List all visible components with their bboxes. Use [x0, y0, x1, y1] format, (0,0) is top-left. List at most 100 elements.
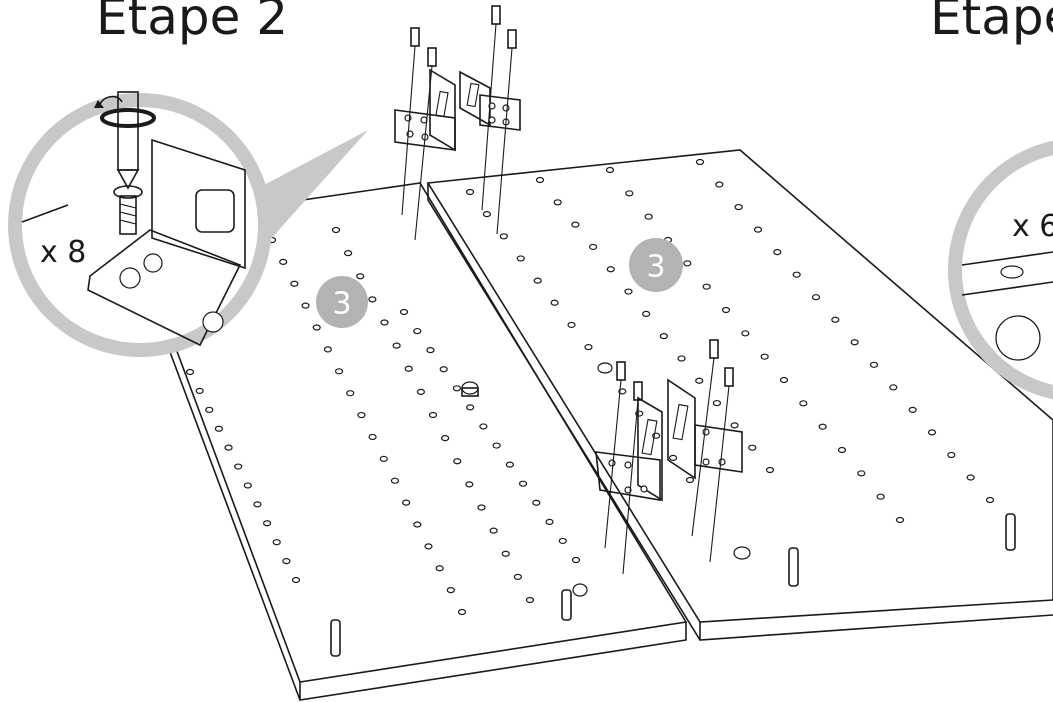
panel-number-badge: 3 — [629, 238, 683, 292]
dowel-icon — [788, 547, 799, 587]
drill-hole — [779, 376, 789, 384]
drill-hole — [331, 226, 341, 234]
right-detail-callout: x 6 — [948, 140, 1053, 400]
drill-hole — [399, 308, 409, 316]
drill-hole — [501, 550, 510, 557]
screw-icon — [691, 339, 719, 537]
screw-icon — [113, 185, 143, 235]
drill-hole — [588, 243, 598, 251]
cam-lock-icon — [597, 362, 613, 374]
drill-hole — [605, 166, 615, 174]
drill-hole — [624, 288, 633, 295]
drill-hole — [642, 310, 651, 317]
drill-hole — [715, 181, 724, 188]
drill-hole — [392, 342, 401, 349]
drill-hole — [895, 516, 905, 524]
screw-quantity-label: x 8 — [40, 235, 86, 270]
drill-hole — [760, 353, 769, 360]
drill-hole — [799, 400, 808, 407]
drill-hole — [695, 158, 705, 166]
rotation-arrow-icon — [94, 95, 123, 108]
drill-hole — [426, 347, 435, 354]
drill-hole — [185, 368, 195, 376]
drill-hole — [668, 454, 678, 461]
drill-hole — [312, 324, 321, 331]
drill-hole — [818, 423, 827, 430]
drill-hole — [677, 355, 686, 362]
drill-hole — [966, 474, 975, 481]
drill-hole — [857, 470, 866, 477]
drill-hole — [428, 411, 438, 419]
drill-hole — [453, 458, 462, 465]
screw-icon — [414, 47, 437, 241]
drill-hole — [518, 480, 528, 487]
drill-hole — [413, 327, 422, 335]
drill-hole — [404, 365, 413, 372]
drill-hole — [532, 499, 541, 506]
screw-icon — [401, 27, 420, 216]
cam-lock-icon — [572, 583, 588, 597]
panel-number-badge: 3 — [316, 276, 368, 328]
cam-lock-icon — [461, 381, 479, 397]
drill-hole — [765, 466, 775, 474]
drill-hole — [505, 461, 514, 468]
drill-hole — [869, 361, 879, 368]
drill-hole — [243, 482, 252, 489]
dowel-icon — [1005, 513, 1016, 551]
drill-hole — [482, 211, 492, 218]
drill-hole — [525, 596, 535, 604]
drill-hole — [567, 321, 576, 329]
drill-hole — [908, 406, 917, 413]
drill-hole — [380, 319, 389, 326]
drill-hole — [571, 221, 580, 228]
drill-hole — [465, 188, 475, 196]
drill-hole — [831, 316, 840, 323]
drill-hole — [545, 518, 554, 525]
screw-icon — [622, 381, 643, 575]
drill-hole — [741, 330, 750, 337]
drill-hole — [402, 499, 411, 506]
drill-hole — [889, 384, 898, 391]
drill-hole — [424, 543, 433, 550]
drill-hole — [356, 273, 365, 280]
drill-hole — [282, 557, 291, 565]
left-panel — [128, 182, 688, 701]
step-3-title: Étape — [930, 0, 1053, 46]
drill-hole — [479, 423, 488, 430]
left-detail-callout: x 8 — [8, 91, 368, 357]
drill-hole — [290, 280, 299, 287]
drill-hole — [513, 573, 522, 580]
drill-hole — [553, 199, 562, 206]
drill-hole — [346, 390, 355, 397]
drill-hole — [301, 302, 310, 309]
drill-hole — [535, 176, 545, 184]
angle-bracket-icon — [595, 396, 663, 502]
drill-hole — [558, 537, 567, 545]
drill-hole — [466, 404, 475, 411]
drill-hole — [465, 481, 474, 488]
dowel-icon — [561, 589, 572, 621]
drill-hole — [477, 504, 486, 511]
screwdriver-icon — [100, 91, 156, 190]
drill-hole — [695, 377, 704, 384]
drill-hole — [279, 258, 288, 265]
drill-hole — [224, 444, 233, 451]
drill-hole — [571, 556, 581, 564]
drill-hole — [452, 385, 462, 392]
drill-hole — [533, 277, 542, 284]
drill-hole — [253, 501, 262, 508]
drill-hole — [606, 266, 615, 273]
step-2-title: Étape 2 — [96, 0, 289, 46]
screw-icon — [496, 29, 517, 235]
panel-number-badge-label: 3 — [646, 250, 665, 285]
drill-hole — [379, 455, 388, 462]
drill-hole — [748, 444, 757, 451]
drill-hole — [489, 527, 498, 534]
drill-hole — [876, 493, 885, 500]
drill-hole — [644, 213, 653, 220]
drill-hole — [792, 271, 801, 278]
drill-hole — [837, 446, 847, 454]
drill-hole — [773, 249, 782, 256]
dowel-quantity-label: x 6 — [1012, 209, 1053, 244]
